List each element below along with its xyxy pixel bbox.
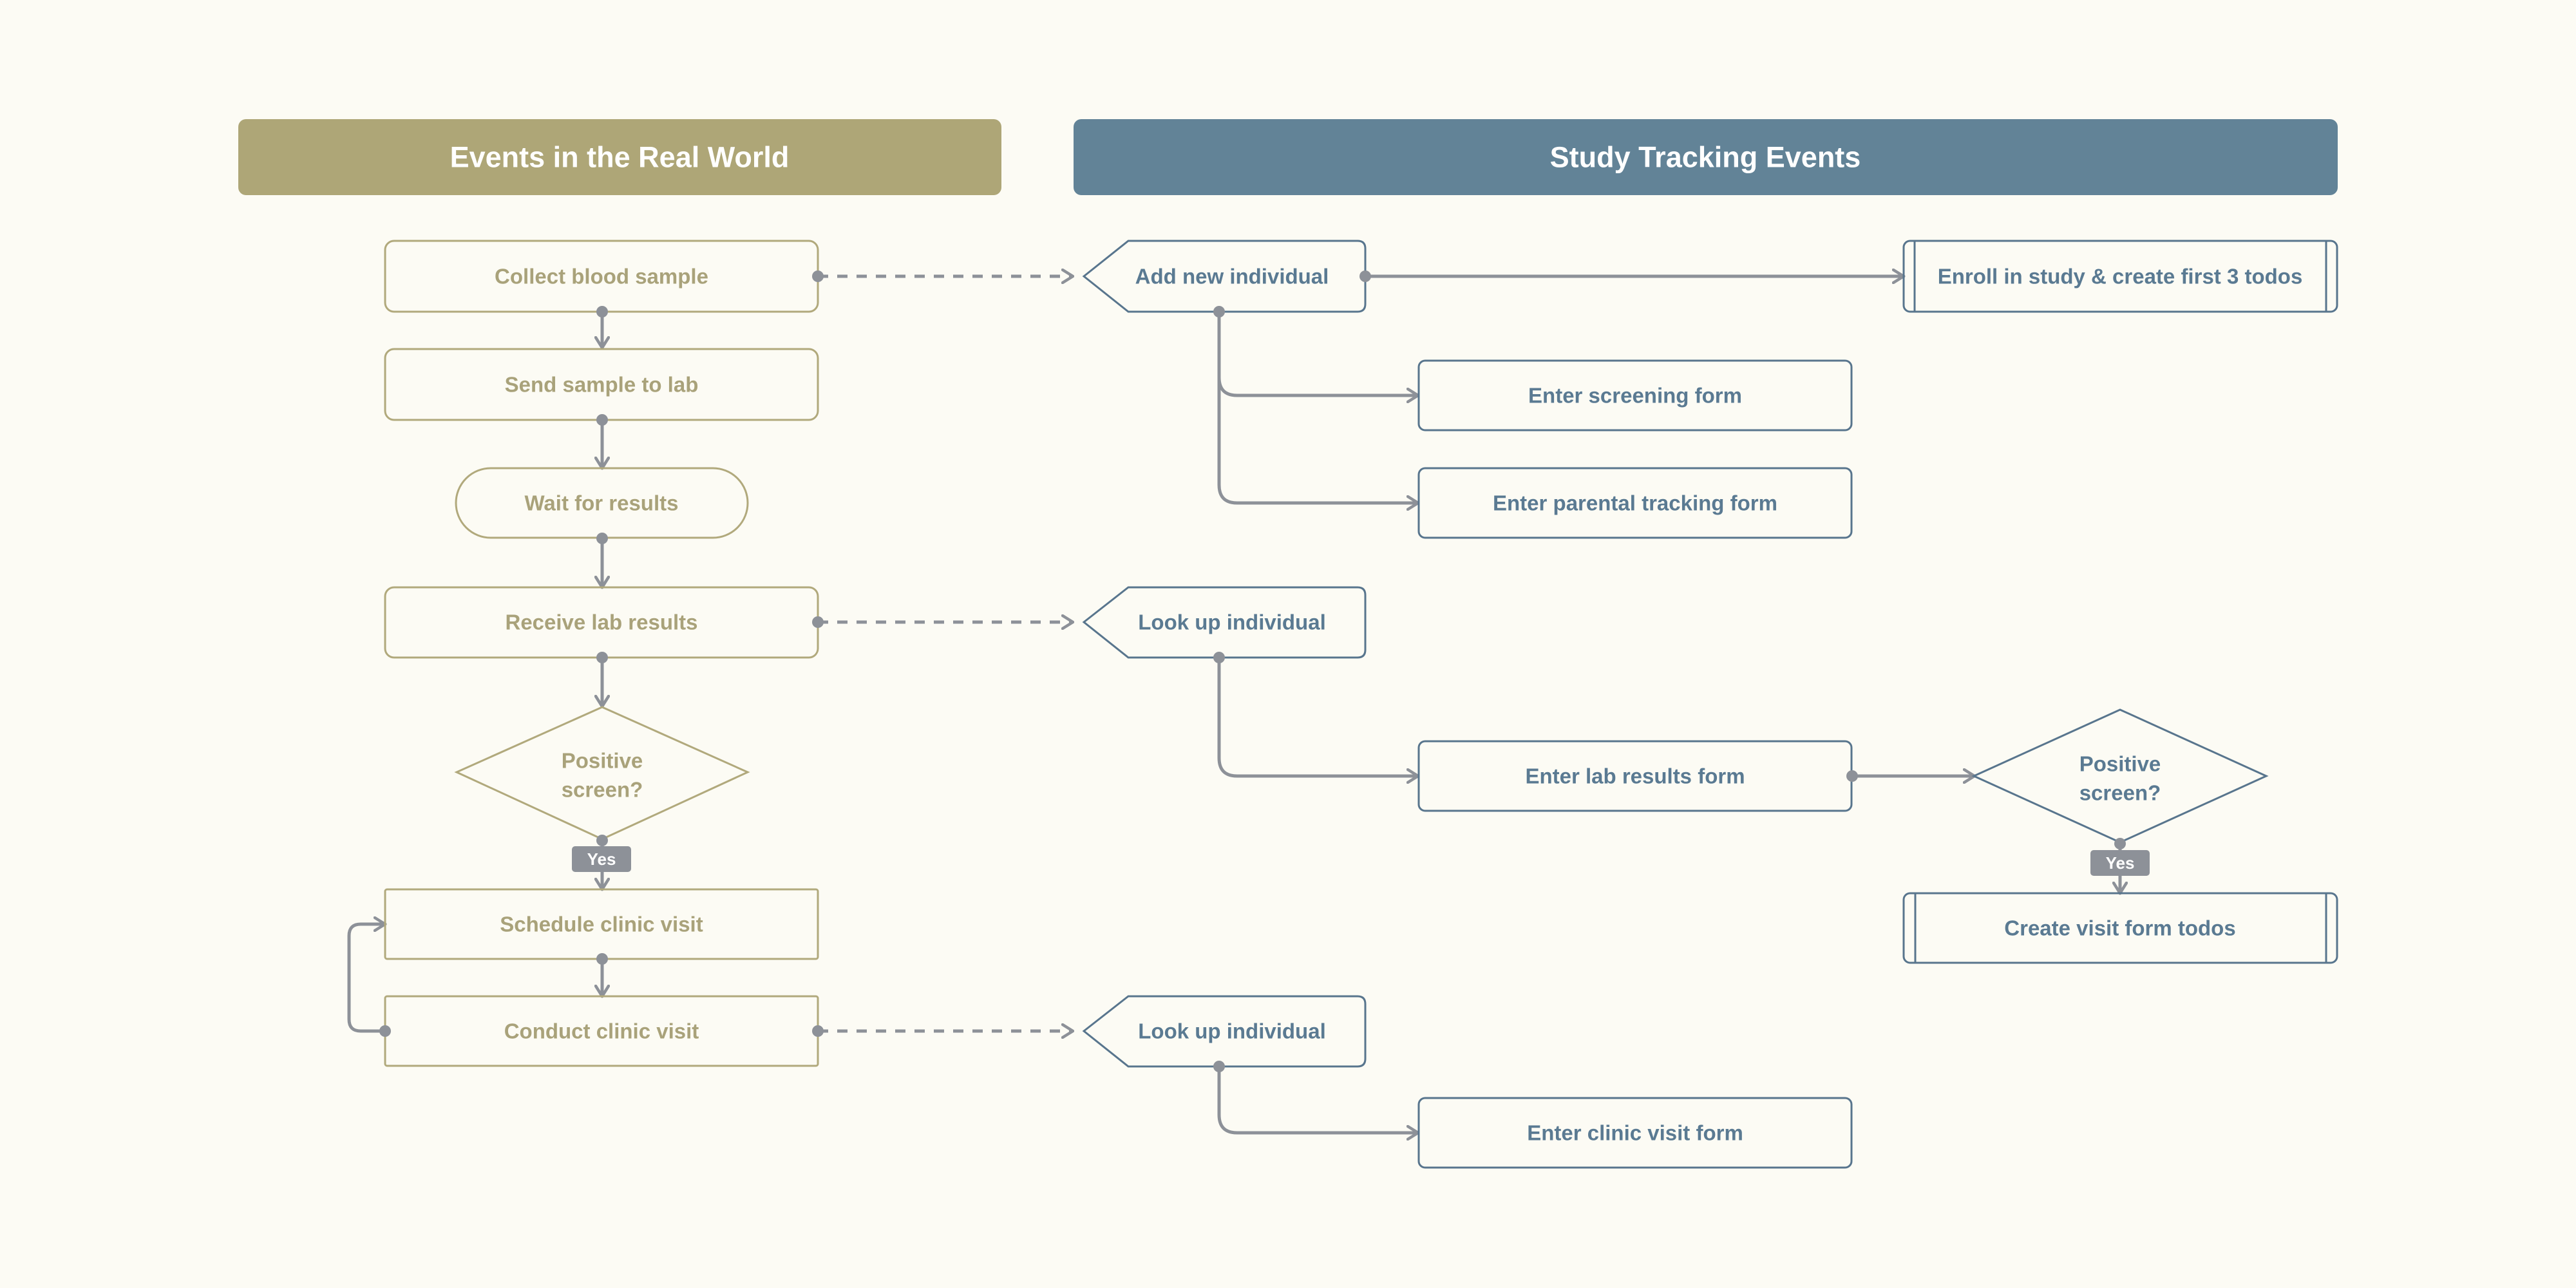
header-real-world: Events in the Real World [238, 119, 1001, 195]
dot-conduct-left [379, 1025, 391, 1037]
dot-receive-right [812, 616, 824, 628]
yes-badge-right: Yes [2090, 850, 2150, 876]
connector-lookup-to-lab-form [1217, 656, 1420, 776]
dot-positive-right-bottom [2114, 838, 2126, 849]
node-create-visit-form-todos[interactable]: Create visit form todos [1902, 892, 2338, 964]
node-lookup-1-label: Look up individual [1138, 611, 1326, 634]
yes-badge-left: Yes [572, 846, 631, 872]
node-positive-left-line1: Positive [562, 749, 643, 773]
node-positive-screen-right[interactable]: Positive screen? [1971, 708, 2269, 844]
node-clinic-form-label: Enter clinic visit form [1527, 1121, 1743, 1145]
dot-schedule-bottom [596, 953, 608, 965]
header-real-world-title: Events in the Real World [450, 141, 790, 174]
node-enter-parental-tracking-form[interactable]: Enter parental tracking form [1417, 467, 1853, 539]
node-positive-right-line2: screen? [2079, 781, 2161, 805]
node-add-new-individual[interactable]: Add new individual [1082, 240, 1367, 313]
dot-conduct-right [812, 1025, 824, 1037]
junction-dots [379, 270, 2126, 1072]
dot-receive-bottom [596, 652, 608, 663]
node-lab-form-label: Enter lab results form [1525, 764, 1745, 788]
dot-collect-right [812, 270, 824, 282]
dot-lookup-2-bottom [1213, 1061, 1225, 1072]
header-study-tracking: Study Tracking Events [1074, 119, 2338, 195]
node-schedule-clinic-visit[interactable]: Schedule clinic visit [384, 888, 819, 960]
header-study-tracking-title: Study Tracking Events [1550, 141, 1861, 174]
node-add-individual-label: Add new individual [1135, 265, 1329, 289]
yes-badge-left-label: Yes [587, 849, 616, 869]
node-look-up-individual-2[interactable]: Look up individual [1082, 995, 1367, 1068]
node-enter-lab-results-form[interactable]: Enter lab results form [1417, 740, 1853, 812]
node-look-up-individual-1[interactable]: Look up individual [1082, 586, 1367, 659]
connector-add-to-screening [1217, 310, 1420, 395]
dot-wait-bottom [596, 533, 608, 544]
node-enter-clinic-visit-form[interactable]: Enter clinic visit form [1417, 1097, 1853, 1169]
node-send-sample-to-lab[interactable]: Send sample to lab [384, 348, 819, 421]
node-schedule-label: Schedule clinic visit [500, 913, 703, 936]
node-enroll-in-study[interactable]: Enroll in study & create first 3 todos [1902, 240, 2338, 313]
node-enroll-label: Enroll in study & create first 3 todos [1938, 265, 2303, 289]
node-lookup-2-label: Look up individual [1138, 1019, 1326, 1043]
node-visit-todos-label: Create visit form todos [2004, 916, 2235, 940]
node-wait-label: Wait for results [525, 491, 679, 515]
dot-collect-bottom [596, 306, 608, 317]
node-positive-left-line2: screen? [562, 778, 643, 802]
node-enter-screening-form[interactable]: Enter screening form [1417, 359, 1853, 431]
node-receive-lab-results[interactable]: Receive lab results [384, 586, 819, 659]
node-collect-label: Collect blood sample [495, 265, 708, 289]
node-screening-label: Enter screening form [1528, 384, 1742, 408]
node-wait-for-results[interactable]: Wait for results [455, 467, 749, 539]
dot-lab-form-right [1846, 770, 1858, 782]
dot-add-right [1359, 270, 1371, 282]
node-positive-right-line1: Positive [2079, 752, 2161, 776]
node-conduct-label: Conduct clinic visit [504, 1019, 699, 1043]
connector-lookup-to-clinic-form [1217, 1065, 1420, 1133]
node-positive-screen-left[interactable]: Positive screen? [454, 706, 750, 840]
dot-send-bottom [596, 414, 608, 426]
node-conduct-clinic-visit[interactable]: Conduct clinic visit [384, 995, 819, 1067]
dot-lookup-1-bottom [1213, 652, 1225, 663]
node-collect-blood-sample[interactable]: Collect blood sample [384, 240, 819, 313]
dot-positive-left-bottom [596, 835, 608, 846]
yes-badge-right-label: Yes [2106, 853, 2135, 873]
node-receive-label: Receive lab results [506, 611, 698, 634]
connectors [347, 276, 2120, 1133]
node-send-label: Send sample to lab [505, 373, 699, 397]
connector-add-to-parental [1217, 375, 1420, 503]
node-parental-label: Enter parental tracking form [1493, 491, 1777, 515]
connector-conduct-loop-to-schedule [347, 924, 387, 1033]
dot-add-bottom [1213, 306, 1225, 317]
